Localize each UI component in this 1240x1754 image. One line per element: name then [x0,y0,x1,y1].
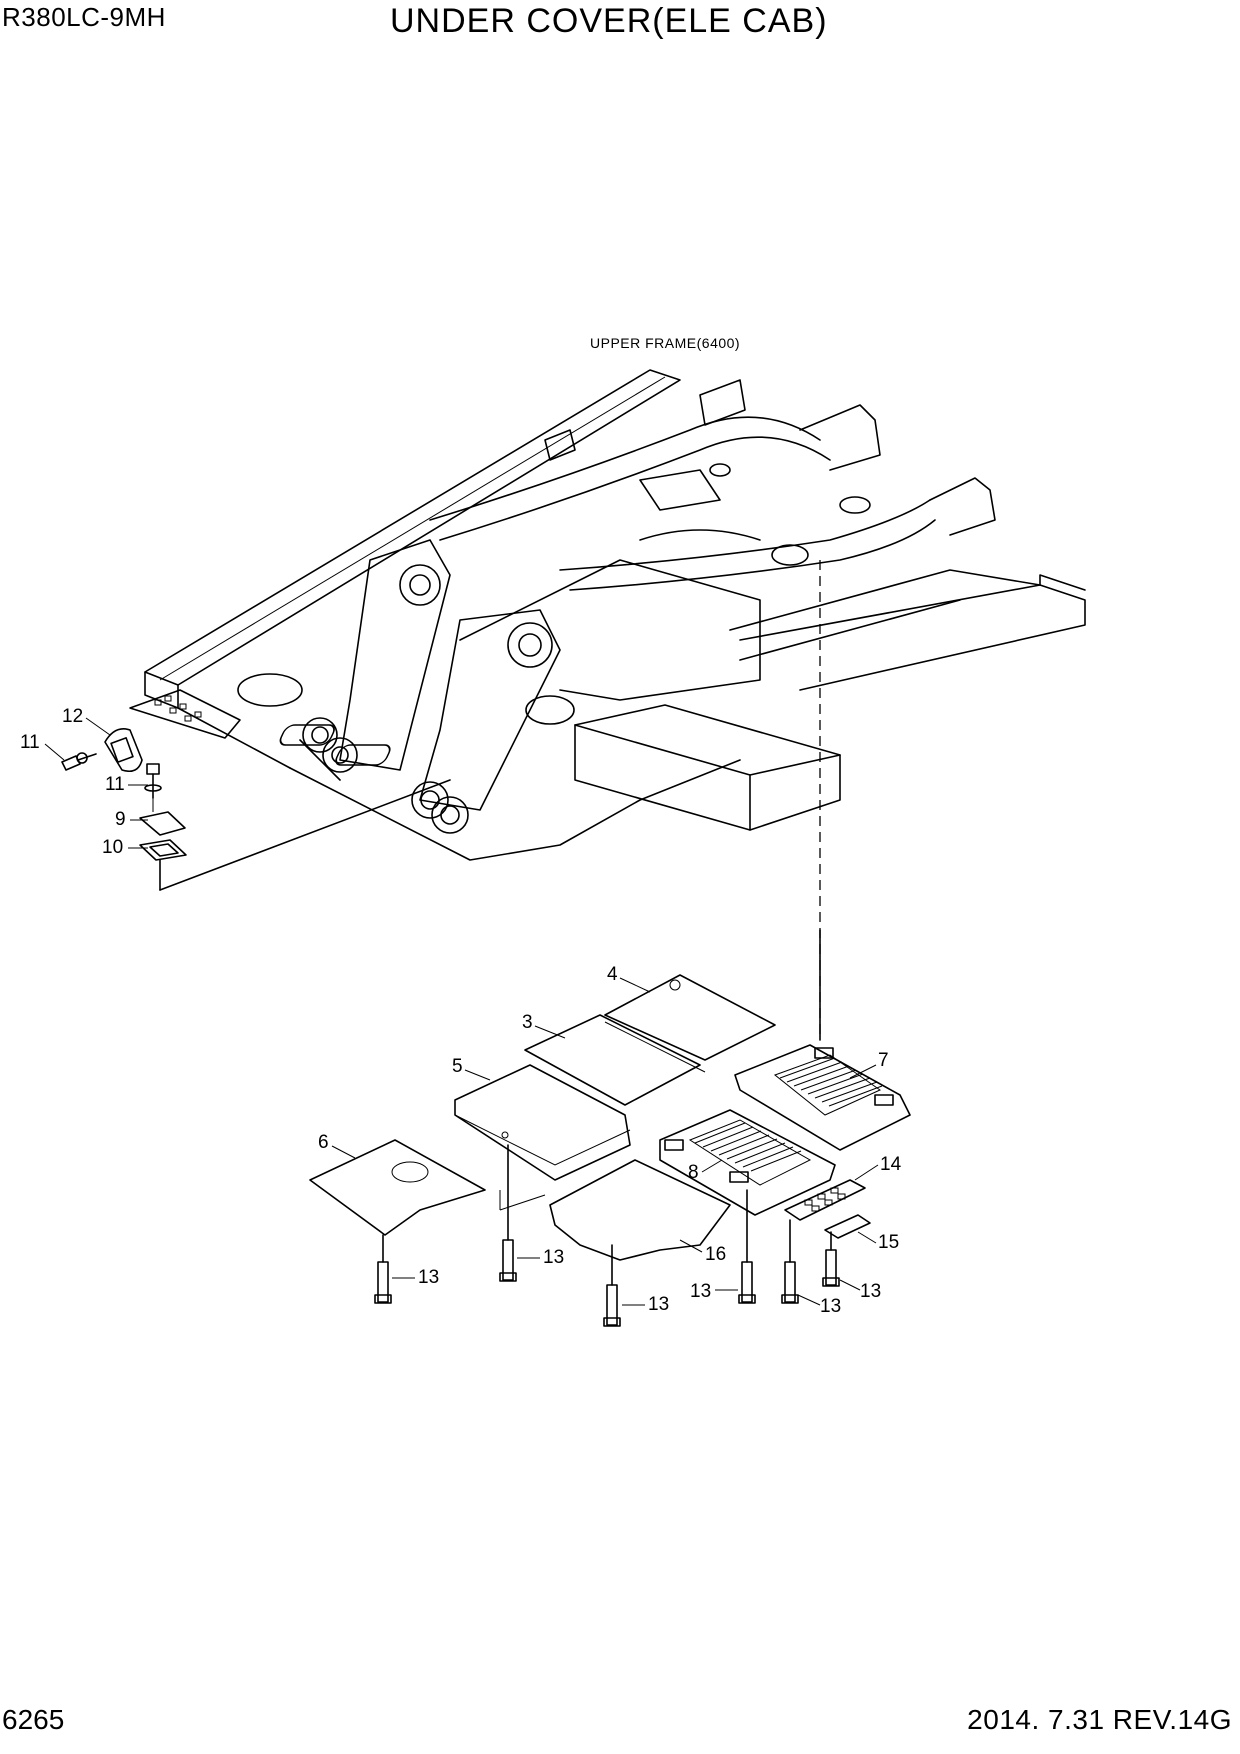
callout-11-center: 11 [105,774,125,795]
bolt-part-11-left [61,752,97,771]
callout-13-d: 13 [690,1281,711,1302]
callout-7: 7 [878,1050,889,1071]
bolt-part-13-f [822,1231,840,1287]
grille-part-7 [734,1044,911,1151]
callout-11-left: 11 [20,732,40,753]
callout-14: 14 [880,1154,902,1175]
callout-15: 15 [878,1232,899,1253]
callout-13-f: 13 [860,1281,881,1302]
callout-13-e: 13 [820,1296,841,1317]
cover-part-9 [139,811,186,836]
cover-part-3 [524,1014,701,1106]
callout-5: 5 [452,1056,463,1077]
gasket-part-10 [139,839,187,861]
callout-13-a: 13 [418,1267,439,1288]
page-title: UNDER COVER(ELE CAB) [390,2,828,40]
cover-part-16 [549,1159,731,1261]
upper-frame-assembly [129,369,1086,861]
callout-6: 6 [318,1132,329,1153]
callout-labels: 11 12 11 9 10 4 3 5 7 6 8 14 15 16 13 13… [20,706,902,1317]
plate-part-12 [104,728,143,773]
upper-frame-reference: UPPER FRAME(6400) [590,335,740,351]
callout-4: 4 [607,964,618,985]
callout-3: 3 [522,1012,533,1033]
cover-part-4 [604,974,776,1061]
model-code: R380LC-9MH [2,2,166,32]
cover-part-6 [309,1139,486,1236]
bolt-part-13-c [603,1244,621,1327]
leader-frame-to-cover-group [159,779,451,891]
callout-10: 10 [102,837,123,858]
plate-part-15 [824,1214,871,1239]
bracket-part-14 [784,1179,866,1221]
bolt-part-13-a [374,1234,392,1304]
callout-8: 8 [688,1162,699,1183]
callout-9: 9 [115,809,126,830]
grille-part-8 [659,1109,836,1216]
callout-12: 12 [62,706,83,727]
bolt-part-11-center [144,763,162,799]
bolt-part-13-e [781,1219,799,1304]
page-number: 6265 [2,1704,65,1735]
callout-13-c: 13 [648,1294,669,1315]
bolt-part-13-b [499,1144,517,1282]
revision-date: 2014. 7.31 REV.14G [967,1704,1232,1735]
callout-13-b: 13 [543,1247,564,1268]
callout-16: 16 [705,1244,726,1265]
bolt-part-13-d [738,1189,756,1304]
